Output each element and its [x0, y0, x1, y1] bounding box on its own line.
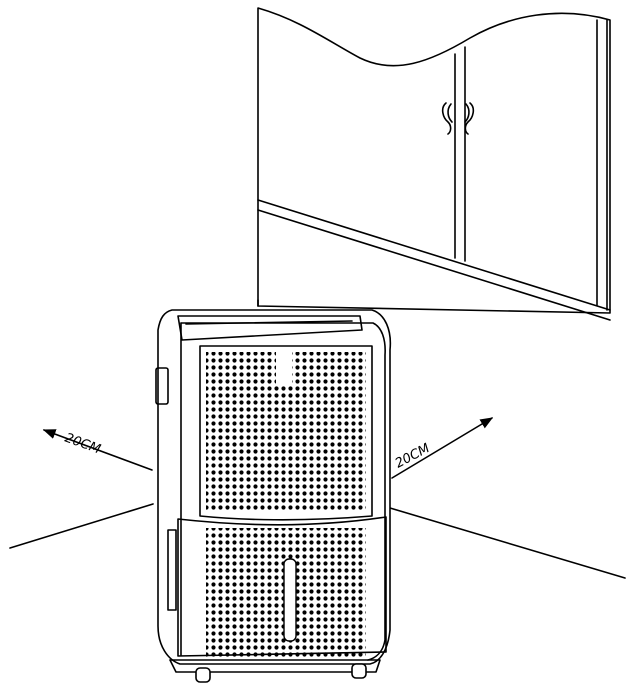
window-handle-left [441, 102, 453, 135]
clearance-arrow-left [42, 429, 153, 471]
clearance-label-right: 20CM [393, 441, 433, 472]
side-handle [155, 367, 169, 405]
water-tank [177, 516, 387, 657]
clearance-arrow-right [391, 417, 494, 479]
wheel-right [351, 663, 367, 679]
window-handle-right [464, 102, 475, 135]
wheel-left [195, 667, 211, 683]
top-handle [177, 315, 363, 341]
clearance-label-left: 20CM [63, 431, 103, 458]
window [257, 7, 611, 321]
